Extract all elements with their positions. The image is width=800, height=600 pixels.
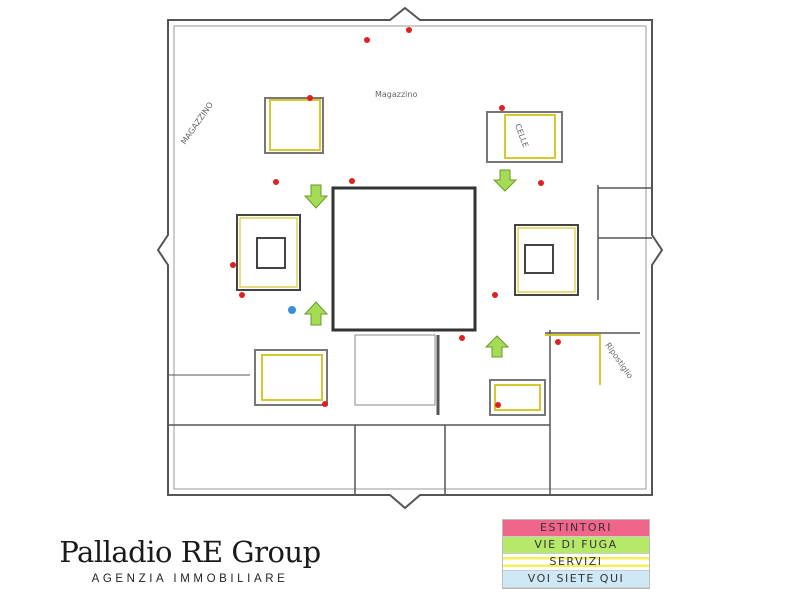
- stair-left: [236, 214, 301, 291]
- extinguisher-icon: [492, 292, 498, 298]
- extinguisher-icon: [322, 401, 328, 407]
- you-are-here-icon: [288, 306, 296, 314]
- extinguisher-icon: [349, 178, 355, 184]
- extinguisher-icon: [273, 179, 279, 185]
- label-ripostiglio: Ripostiglio: [603, 341, 634, 380]
- extinguisher-icon: [499, 105, 505, 111]
- escape-arrow-icon: [303, 184, 329, 209]
- extinguisher-icon: [406, 27, 412, 33]
- label-magazzino-center: Magazzino: [375, 90, 417, 99]
- label-celle: CELLE: [513, 123, 530, 149]
- escape-arrow-icon: [492, 169, 518, 192]
- label-magazzino-left: MAGAZZINO: [179, 100, 215, 146]
- escape-arrow-icon: [303, 301, 329, 326]
- extinguishers: [230, 27, 561, 408]
- brand-logo: Palladio RE Group AGENZIA IMMOBILIARE: [55, 535, 325, 585]
- stair-right: [514, 224, 579, 296]
- legend-item-vie-di-fuga: VIE DI FUGA: [503, 537, 649, 554]
- extinguisher-icon: [459, 335, 465, 341]
- extinguisher-icon: [239, 292, 245, 298]
- extinguisher-icon: [538, 180, 544, 186]
- legend-item-voi-siete-qui: VOI SIETE QUI: [503, 571, 649, 588]
- escape-arrow-icon: [484, 335, 510, 358]
- extinguisher-icon: [230, 262, 236, 268]
- legend-item-estintori: ESTINTORI: [503, 520, 649, 537]
- extinguisher-icon: [555, 339, 561, 345]
- extinguisher-icon: [364, 37, 370, 43]
- outer-wall: [156, 6, 664, 510]
- legend: ESTINTORI VIE DI FUGA SERVIZI VOI SIETE …: [502, 519, 650, 589]
- brand-name: Palladio RE Group: [59, 535, 321, 569]
- legend-item-servizi: SERVIZI: [503, 554, 649, 571]
- extinguisher-icon: [307, 95, 313, 101]
- central-block: [331, 186, 477, 332]
- brand-tagline: AGENZIA IMMOBILIARE: [91, 573, 289, 585]
- extinguisher-icon: [495, 402, 501, 408]
